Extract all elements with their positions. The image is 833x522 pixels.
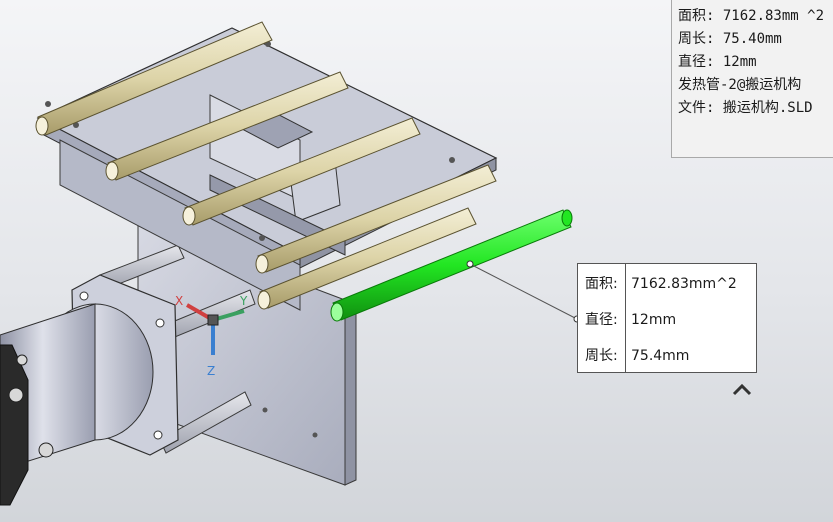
measure-row-area: 面积: 7162.83mm^2 — [578, 266, 756, 302]
rod-5 — [257, 207, 477, 310]
chevron-up-icon — [732, 383, 752, 396]
selection-info-panel: 面积: 7162.83mm ^2 周长: 75.40mm 直径: 12mm 发热… — [671, 0, 833, 158]
measure-leader-line — [466, 260, 581, 323]
measure-divider — [625, 264, 626, 372]
rod-4 — [255, 164, 497, 274]
info-component: 发热管-2@搬运机构 — [678, 77, 802, 93]
info-area: 面积: 7162.83mm ^2 — [678, 8, 825, 24]
measure-value: 75.4mm — [631, 348, 690, 364]
heating-rods — [35, 21, 497, 310]
measure-label: 直径: — [585, 312, 618, 328]
measure-label: 面积: — [585, 276, 618, 292]
rod-2 — [105, 71, 349, 181]
info-perimeter: 周长: 75.40mm — [678, 31, 782, 47]
collapse-button[interactable] — [731, 381, 753, 399]
coordinate-triad: X Y Z — [175, 294, 248, 378]
info-file: 文件: 搬运机构.SLD — [678, 100, 813, 116]
measure-row-perimeter: 周长: 75.4mm — [578, 338, 756, 374]
measure-value: 12mm — [631, 312, 677, 328]
rod-3 — [182, 117, 421, 226]
motor-body — [0, 303, 154, 506]
measure-row-diameter: 直径: 12mm — [578, 302, 756, 338]
triad-z-label: Z — [207, 364, 215, 378]
info-diameter: 直径: 12mm — [678, 54, 757, 70]
triad-y-label: Y — [239, 294, 248, 308]
measure-label: 周长: — [585, 348, 618, 364]
triad-x-label: X — [175, 294, 183, 308]
selected-tube-highlight[interactable] — [330, 209, 573, 322]
measure-value: 7162.83mm^2 — [631, 276, 737, 292]
measure-callout[interactable]: 面积: 7162.83mm^2 直径: 12mm 周长: 75.4mm — [577, 263, 757, 373]
rod-1 — [35, 21, 273, 136]
